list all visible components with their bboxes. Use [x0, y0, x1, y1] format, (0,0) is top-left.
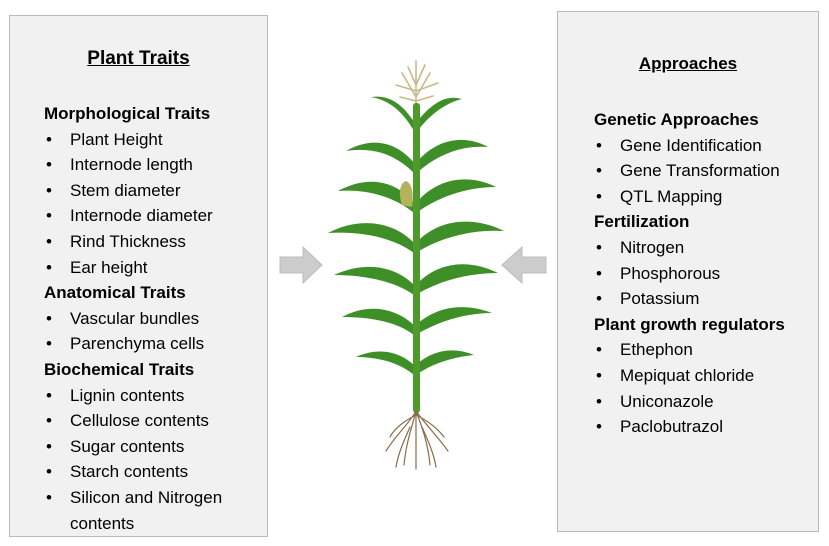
bullet: • [596, 340, 602, 360]
list-item: •Cellulose contents [44, 408, 270, 434]
list-item: •Silicon and Nitrogen contents [44, 485, 270, 536]
bullet: • [46, 155, 52, 175]
list-item: •Internode length [44, 152, 270, 178]
bullet: • [46, 180, 52, 200]
bullet: • [596, 417, 602, 437]
bullet: • [596, 391, 602, 411]
bullet: • [596, 365, 602, 385]
bullet: • [596, 161, 602, 181]
maize-plant-illustration [328, 60, 504, 470]
list-item: •Stem diameter [44, 178, 270, 204]
bullet: • [596, 263, 602, 283]
group-heading: Genetic Approaches [594, 110, 759, 129]
biochemical-traits-group: Biochemical Traits •Lignin contents •Cel… [44, 357, 270, 536]
tassel [395, 60, 439, 104]
approaches-list: Genetic Approaches •Gene Identification … [594, 107, 785, 440]
bullet: • [46, 206, 52, 226]
plant-growth-regulators-group: Plant growth regulators •Ethephon •Mepiq… [594, 312, 785, 440]
leaves [328, 96, 504, 375]
list-item: •Uniconazole [594, 389, 785, 415]
list-item: •Ear height [44, 255, 270, 281]
bullet: • [46, 436, 52, 456]
list-item: •Sugar contents [44, 434, 270, 460]
anatomical-traits-group: Anatomical Traits •Vascular bundles •Par… [44, 280, 270, 357]
list-item: •Ethephon [594, 337, 785, 363]
bullet: • [596, 135, 602, 155]
bullet: • [46, 257, 52, 277]
ear [399, 181, 413, 207]
bullet: • [596, 237, 602, 257]
list-item: •QTL Mapping [594, 184, 785, 210]
group-heading: Biochemical Traits [44, 359, 195, 379]
bullet: • [596, 186, 602, 206]
bullet: • [596, 289, 602, 309]
bullet: • [46, 385, 52, 405]
roots [385, 410, 449, 470]
plant-traits-panel: Plant Traits Morphological Traits •Plant… [9, 15, 268, 537]
list-item: •Gene Identification [594, 133, 785, 159]
group-heading: Morphological Traits [44, 104, 211, 123]
list-item: •Lignin contents [44, 383, 270, 409]
bullet: • [46, 231, 52, 251]
genetic-approaches-group: Genetic Approaches •Gene Identification … [594, 107, 785, 209]
bullet: • [46, 411, 52, 431]
plant-traits-list: Morphological Traits •Plant Height •Inte… [44, 101, 270, 536]
list-item: •Rind Thickness [44, 229, 270, 255]
bullet: • [46, 462, 52, 482]
bullet: • [46, 308, 52, 328]
list-item: •Parenchyma cells [44, 331, 270, 357]
list-item: •Potassium [594, 286, 785, 312]
list-item: •Mepiquat chloride [594, 363, 785, 389]
plant-traits-title: Plant Traits [87, 48, 190, 69]
arrow-left-icon [501, 246, 547, 284]
arrow-right-icon [279, 246, 323, 284]
morphological-traits-group: Morphological Traits •Plant Height •Inte… [44, 101, 270, 280]
list-item: •Starch contents [44, 459, 270, 485]
list-item: •Gene Transformation [594, 158, 785, 184]
list-item: •Nitrogen [594, 235, 785, 261]
list-item: •Paclobutrazol [594, 414, 785, 440]
list-item: •Plant Height [44, 127, 270, 153]
bullet: • [46, 129, 52, 149]
fertilization-group: Fertilization •Nitrogen •Phosphorous •Po… [594, 209, 785, 311]
list-item: •Vascular bundles [44, 306, 270, 332]
stem [413, 103, 420, 413]
group-heading: Fertilization [594, 212, 690, 232]
approaches-title: Approaches [638, 54, 738, 73]
approaches-panel: Approaches Genetic Approaches •Gene Iden… [557, 11, 819, 532]
list-item: •Phosphorous [594, 261, 785, 287]
bullet: • [46, 487, 52, 507]
group-heading: Anatomical Traits [44, 283, 186, 303]
bullet: • [46, 334, 52, 354]
list-item: •Internode diameter [44, 203, 270, 229]
group-heading: Plant growth regulators [594, 314, 785, 334]
